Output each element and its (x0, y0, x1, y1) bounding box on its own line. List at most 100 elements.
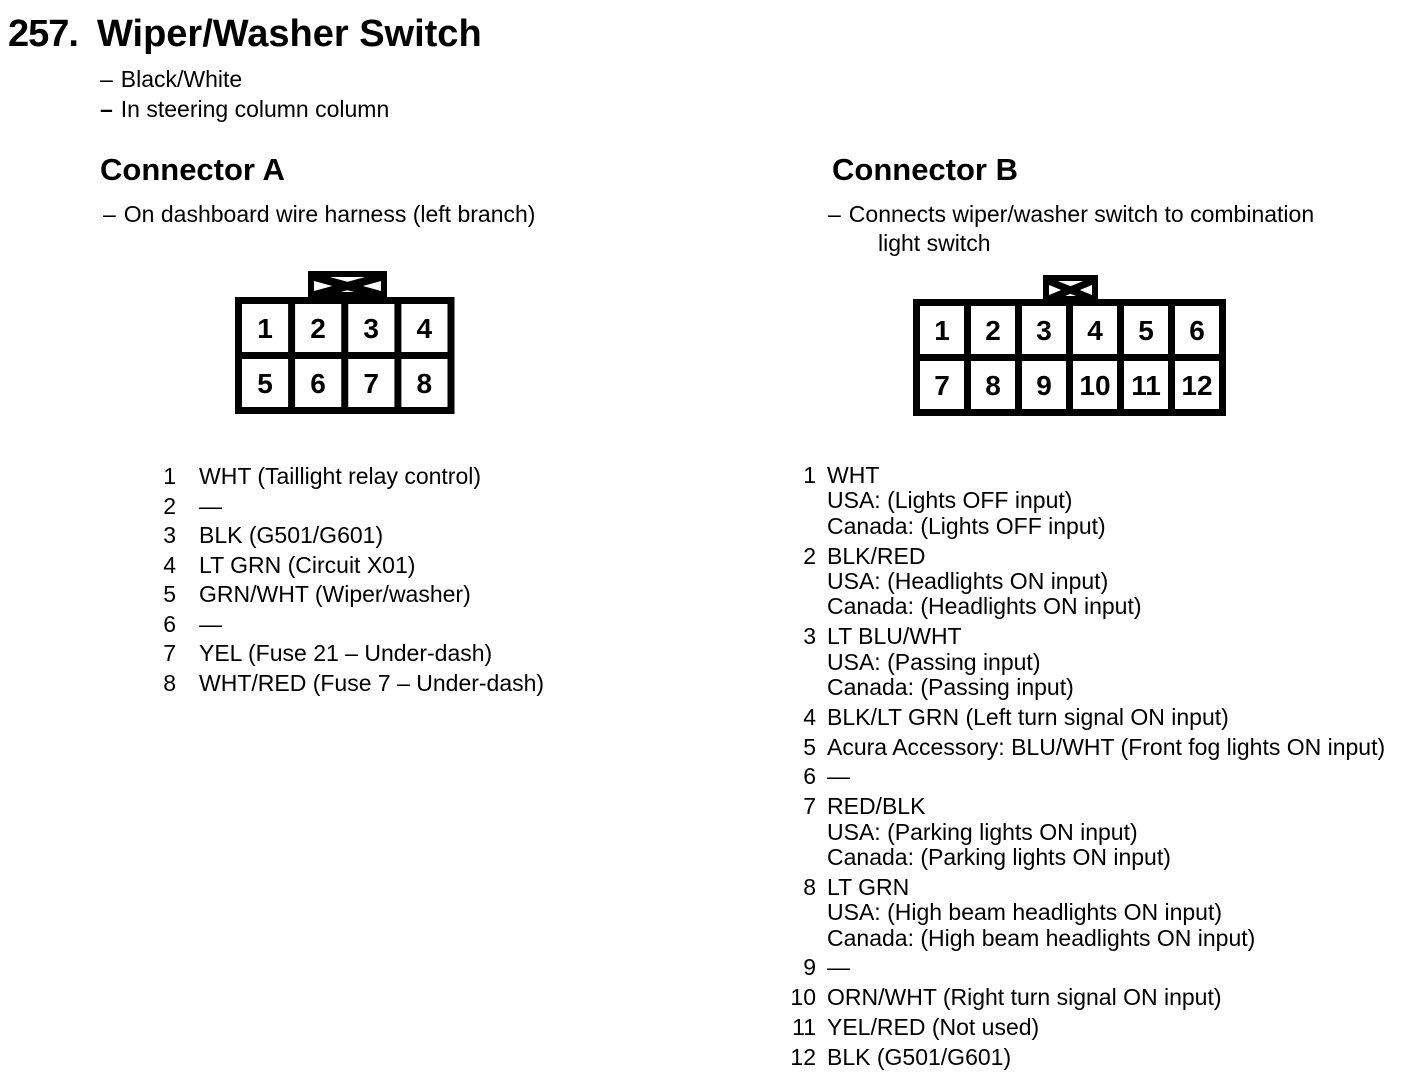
pin-label: BLK (G501/G601) (199, 522, 384, 548)
pin-label: BLK/LT GRN (Left turn signal ON input) (827, 703, 1229, 730)
pin-number: 6 (163, 610, 176, 637)
pin-row: 3 LT BLU/WHT (770, 623, 1385, 650)
note-line: –In steering column column (100, 95, 389, 125)
pin-cell-7: 7 (363, 368, 379, 399)
pin-cell-11: 11 (1131, 370, 1161, 401)
pin-row: 8 WHT/RED (Fuse 7 – Under-dash) (140, 669, 544, 699)
dash: – (828, 201, 841, 227)
pin-item: 10 ORN/WHT (Right turn signal ON input) (770, 984, 1385, 1011)
pin-number: 1 (163, 463, 176, 489)
pin-number: 7 (803, 793, 816, 820)
connector-b-note: –Connects wiper/washer switch to combina… (828, 200, 1314, 258)
pin-row: 5 Acura Accessory: BLU/WHT (Front fog lig… (770, 733, 1386, 760)
pin-label: WHT (827, 462, 880, 488)
pin-sub-label: USA: (Headlights ON input) (827, 568, 1109, 595)
pin-cell-4: 4 (417, 313, 433, 344)
pin-label: YEL (Fuse 21 – Under-dash) (199, 640, 493, 666)
pin-cell-5: 5 (1138, 315, 1154, 346)
pin-item: 5 Acura Accessory: BLU/WHT (Front fog lig… (770, 733, 1386, 760)
pin-sub-label: Canada: (Passing input) (827, 674, 1074, 701)
pin-number: 4 (803, 703, 816, 730)
pin-sub-label: Canada: (Lights OFF input) (827, 512, 1106, 539)
title-notes: –Black/White –In steering column column (100, 65, 389, 124)
pin-number: 1 (803, 462, 816, 488)
pin-label: YEL/RED (Not used) (827, 1014, 1040, 1041)
pin-item: 11 YEL/RED (Not used) (770, 1014, 1385, 1041)
pin-number: 5 (803, 733, 816, 760)
pin-label: — (827, 954, 850, 981)
note-text: On dashboard wire harness (left branch) (123, 201, 536, 227)
pin-sub-label: Canada: (High beam headlights ON input) (827, 924, 1256, 951)
pin-label: RED/BLK (827, 793, 926, 820)
pin-number: 11 (792, 1014, 816, 1041)
pin-sub-label: USA: (Passing input) (827, 648, 1041, 675)
key-tab-x-icon (1044, 276, 1097, 304)
pin-label: ORN/WHT (Right turn signal ON input) (827, 984, 1222, 1011)
pin-row: 6— (140, 610, 544, 640)
pin-label: WHT (Taillight relay control) (199, 463, 482, 489)
pin-number: 3 (803, 623, 816, 650)
pin-cell-6: 6 (310, 368, 326, 399)
pin-cell-2: 2 (985, 315, 1001, 346)
note-text: Connects wiper/washer switch to combinat… (848, 201, 1315, 227)
pin-label: BLK (G501/G601) (827, 1043, 1012, 1070)
pin-cell-4: 4 (1087, 315, 1103, 346)
pin-label: — (827, 763, 850, 790)
pin-cell-1: 1 (257, 313, 273, 344)
pin-label: LT BLU/WHT (827, 623, 962, 650)
pin-number: 10 (790, 984, 816, 1011)
note-text: In steering column column (120, 95, 390, 122)
pin-number: 8 (163, 669, 176, 696)
section-number: 257. (8, 13, 79, 55)
pin-cell-5: 5 (257, 368, 273, 399)
pin-item: 4 BLK/LT GRN (Left turn signal ON input) (770, 703, 1385, 730)
pin-label: — (199, 610, 222, 637)
pin-item: 6— (770, 763, 1385, 790)
pin-label: Acura Accessory: BLU/WHT (Front fog ligh… (827, 733, 1386, 760)
dash: – (100, 66, 113, 92)
pin-number: 6 (803, 763, 816, 790)
pin-label: — (199, 492, 222, 519)
pin-cell-7: 7 (934, 370, 950, 401)
pin-row: 9— (770, 954, 1385, 981)
pin-number: 4 (163, 551, 176, 578)
pin-item: 3 LT BLU/WHT USA: (Passing input) Canada:… (770, 623, 1385, 701)
pin-number: 12 (790, 1043, 816, 1070)
pin-number: 2 (163, 492, 176, 519)
page-title: Wiper/Washer Switch (97, 13, 482, 55)
pin-row: 1 WHT (Taillight relay control) (140, 462, 544, 492)
pin-cell-8: 8 (985, 370, 1001, 401)
pin-cell-9: 9 (1036, 370, 1052, 401)
pin-cell-2: 2 (310, 313, 326, 344)
pin-cell-8: 8 (417, 368, 433, 399)
pin-row: 12 BLK (G501/G601) (770, 1043, 1385, 1070)
pin-sub-label: Canada: (Parking lights ON input) (827, 844, 1171, 871)
pin-cell-3: 3 (363, 313, 379, 344)
connector-b-diagram: 1 2 3 4 5 6 7 8 9 10 11 12 (913, 275, 1226, 416)
pin-item: 12 BLK (G501/G601) (770, 1043, 1385, 1070)
pin-cell-10: 10 (1079, 370, 1110, 401)
pin-row: 7 RED/BLK (770, 793, 1385, 820)
note-line: –Black/White (100, 65, 389, 95)
pin-number: 2 (803, 542, 816, 569)
pin-label: GRN/WHT (Wiper/washer) (199, 581, 471, 607)
pin-item: 9— (770, 954, 1385, 981)
connector-b-heading: Connector B (832, 152, 1018, 187)
pin-row: 10 ORN/WHT (Right turn signal ON input) (770, 984, 1385, 1011)
pin-row: 11 YEL/RED (Not used) (770, 1014, 1385, 1041)
pin-row: 2— (140, 492, 544, 522)
pin-number: 9 (803, 954, 816, 981)
dash: – (103, 201, 116, 227)
pin-cell-3: 3 (1036, 315, 1052, 346)
pin-label: WHT/RED (Fuse 7 – Under-dash) (199, 669, 545, 696)
connector-a-note: –On dashboard wire harness (left branch) (103, 200, 535, 229)
key-tab-x-icon (309, 272, 386, 300)
pin-cell-6: 6 (1189, 315, 1205, 346)
dash: – (100, 95, 113, 122)
